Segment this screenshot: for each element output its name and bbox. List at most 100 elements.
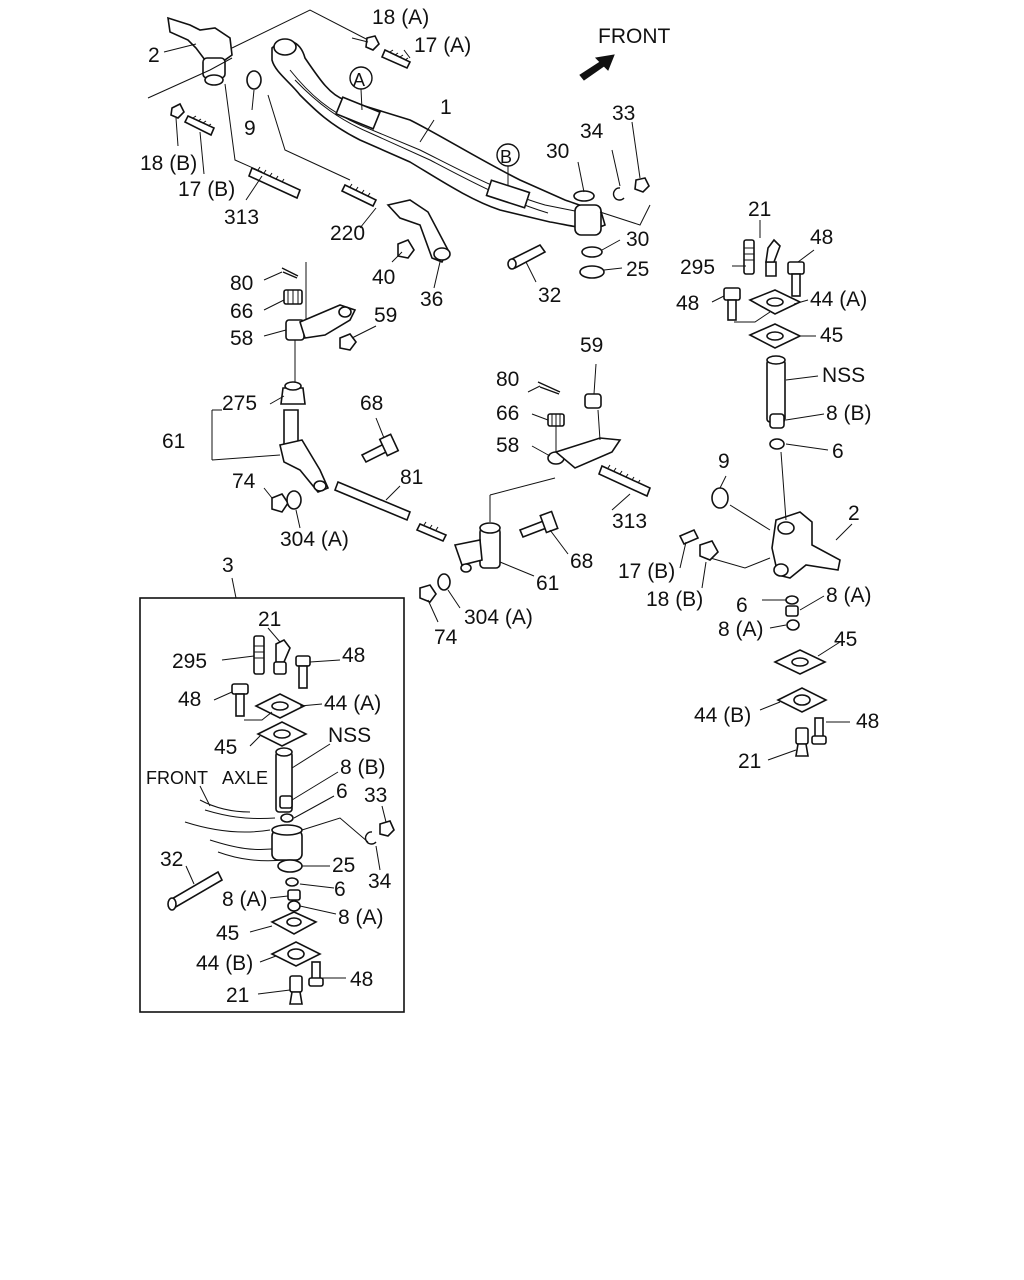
inset-callout-295: 295 [172, 650, 207, 673]
callout-74-right: 74 [434, 626, 458, 649]
inset-kingpin-assembly: 3 [139, 554, 405, 1013]
marker-a: A [349, 66, 373, 111]
callout-44b-right: 44 (B) [694, 704, 751, 727]
inset-bolt-48-bottom [308, 961, 324, 987]
callout-61-right: 61 [536, 572, 559, 595]
callout-9-left: 9 [244, 117, 256, 140]
callout-58-top: 58 [230, 327, 253, 350]
stud-17b [183, 114, 216, 137]
bushing-8b-right [769, 413, 785, 429]
kingpin-32 [507, 243, 547, 270]
cotter-pin-80-right [537, 381, 561, 395]
nut-59-right [584, 393, 602, 409]
callout-30-top: 30 [546, 140, 569, 163]
callout-45-lower-right: 45 [834, 628, 857, 651]
callout-48-lower-right: 48 [856, 710, 879, 733]
callout-40: 40 [372, 266, 395, 289]
callout-nss-right: NSS [822, 364, 865, 387]
callout-9-right: 9 [718, 450, 730, 473]
tie-rod-end-58-right [547, 437, 622, 469]
gasket-45-top [748, 323, 802, 349]
inset-shim-6-top [280, 813, 294, 823]
inset-shim-6-bottom [285, 877, 299, 887]
nut-74-left [271, 493, 289, 513]
callout-21-lower-right: 21 [738, 750, 761, 773]
knuckle-arm-61-left [279, 409, 330, 493]
callout-17a: 17 (A) [414, 34, 471, 57]
right-knuckle [711, 487, 841, 579]
front-direction-indicator: FRONT [579, 25, 670, 81]
nut-18a [365, 35, 380, 51]
callout-81: 81 [400, 466, 423, 489]
inset-snap-ring-34 [364, 831, 377, 845]
inset-callout-8a-1: 8 (A) [222, 888, 268, 911]
shim-6-lower-right [785, 595, 799, 605]
inset-bushing-8a-2 [287, 900, 301, 912]
left-knuckle [167, 16, 262, 90]
callout-2-left: 2 [148, 44, 160, 67]
bolt-295-top [743, 239, 755, 275]
axle-beam [271, 38, 606, 236]
callout-32: 32 [538, 284, 561, 307]
bolt-68-right [518, 510, 559, 539]
callout-1: 1 [440, 96, 452, 119]
callout-48-top-right: 48 [810, 226, 833, 249]
svg-text:A: A [353, 70, 365, 90]
nut-59-top [339, 333, 357, 351]
pitman-arm-36 [386, 199, 451, 264]
shim-6-right [769, 438, 785, 450]
callout-58-right: 58 [496, 434, 519, 457]
inset-callout-34: 34 [368, 870, 392, 893]
callout-6-lower-right: 6 [736, 594, 748, 617]
callout-275: 275 [222, 392, 257, 415]
callout-labels: 18 (A) 17 (A) 2 9 1 18 (B) 17 (B) 313 22… [140, 6, 879, 773]
callout-80-right: 80 [496, 368, 519, 391]
tie-rod-313-right [597, 464, 652, 498]
stud-220 [340, 183, 378, 208]
callout-66-right: 66 [496, 402, 519, 425]
callout-6-right: 6 [832, 440, 844, 463]
inset-kingpin-32 [167, 870, 224, 911]
inset-caption-front: FRONT [146, 768, 208, 788]
callout-8b-right: 8 (B) [826, 402, 872, 425]
callout-295-top: 295 [680, 256, 715, 279]
bolt-48-top-right [787, 261, 805, 297]
callout-68-right: 68 [570, 550, 593, 573]
bushing-8a-lower-1 [785, 605, 799, 617]
bearing-25 [579, 265, 605, 279]
bolt-48-lower-right [811, 717, 827, 745]
callout-61-left: 61 [162, 430, 185, 453]
cotter-pin-80-top [281, 267, 299, 279]
callout-33: 33 [612, 102, 635, 125]
inset-bushing-8a-1 [287, 889, 301, 901]
inset-bolt-48-left [231, 683, 249, 717]
callout-45-top: 45 [820, 324, 843, 347]
grease-nipple-21-top [765, 238, 781, 277]
inset-callout-48-bottom: 48 [350, 968, 373, 991]
leader-lines [163, 37, 853, 761]
inset-callout-21-bottom: 21 [226, 984, 249, 1007]
inset-callout-6-bottom: 6 [334, 878, 346, 901]
nut-33 [634, 177, 650, 193]
gasket-45-lower-right [773, 649, 827, 675]
washer-30-top [573, 190, 595, 202]
washer-30-bottom [581, 246, 603, 258]
callout-313-right: 313 [612, 510, 647, 533]
inset-callout-8a-2: 8 (A) [338, 906, 384, 929]
inset-callout-32: 32 [160, 848, 183, 871]
inset-callout-8b: 8 (B) [340, 756, 386, 779]
inset-callout-48-left: 48 [178, 688, 201, 711]
callout-313-top: 313 [224, 206, 259, 229]
stud-17a [380, 48, 412, 70]
callout-18b-left: 18 (B) [140, 152, 197, 175]
inset-bolt-295 [253, 635, 265, 675]
inset-axle-eye [271, 824, 303, 861]
callout-2-right: 2 [848, 502, 860, 525]
inset-callout-45-bottom: 45 [216, 922, 239, 945]
callout-66-top: 66 [230, 300, 253, 323]
inset-grease-nipple-21 [273, 638, 291, 675]
inset-nut-33 [379, 820, 395, 837]
callout-25: 25 [626, 258, 649, 281]
callout-68-left: 68 [360, 392, 383, 415]
